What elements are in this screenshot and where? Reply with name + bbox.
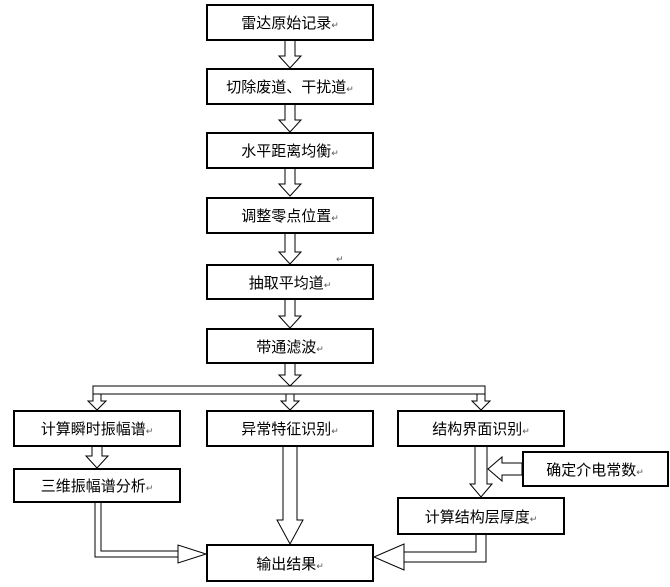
arrow-branch-to-anomaly xyxy=(279,393,301,411)
node-spectrum: 计算瞬时振幅谱↵ xyxy=(13,410,181,447)
arrow-spectrum-to-3d xyxy=(84,445,110,469)
node-bandpass: 带通滤波↵ xyxy=(206,328,374,364)
node-output: 输出结果↵ xyxy=(206,544,374,582)
svg-text:异常特征识别↵: 异常特征识别↵ xyxy=(241,420,339,438)
node-remove-bad-label: 切除废道、干扰道 xyxy=(226,78,346,96)
arrow-zero-to-extract xyxy=(277,232,303,265)
node-radar-raw: 雷达原始记录↵ xyxy=(206,4,374,41)
svg-text:调整零点位置↵: 调整零点位置↵ xyxy=(241,207,339,225)
node-dielectric: 确定介电常数↵ xyxy=(522,451,669,487)
arrow-anomaly-to-output xyxy=(276,445,304,546)
node-radar-raw-label: 雷达原始记录 xyxy=(241,14,331,32)
arrow-balance-to-zero xyxy=(277,167,303,197)
svg-text:雷达原始记录↵: 雷达原始记录↵ xyxy=(241,14,339,32)
svg-text:计算瞬时振幅谱↵: 计算瞬时振幅谱↵ xyxy=(41,420,154,438)
node-extract-avg: 抽取平均道↵ ↵ xyxy=(206,255,374,300)
arrow-thickness-to-output xyxy=(372,543,405,571)
svg-text:输出结果↵: 输出结果↵ xyxy=(256,555,324,573)
node-dielectric-label: 确定介电常数 xyxy=(546,461,636,479)
node-bandpass-label: 带通滤波 xyxy=(256,338,316,356)
stray-paragraph-mark: ↵ xyxy=(336,255,344,265)
node-remove-bad: 切除废道、干扰道↵ xyxy=(206,68,374,105)
node-thickness: 计算结构层厚度↵ xyxy=(397,497,565,535)
arrow-remove-to-balance xyxy=(277,103,303,133)
svg-text:带通滤波↵: 带通滤波↵ xyxy=(256,338,324,356)
line-3d-to-output xyxy=(94,502,178,558)
node-thickness-label: 计算结构层厚度 xyxy=(425,508,530,526)
svg-text:水平距离均衡↵: 水平距离均衡↵ xyxy=(241,142,339,160)
svg-text:切除废道、干扰道↵: 切除废道、干扰道↵ xyxy=(226,78,354,96)
node-horiz-balance-label: 水平距离均衡 xyxy=(241,142,331,160)
node-output-label: 输出结果 xyxy=(256,555,316,573)
node-adjust-zero: 调整零点位置↵ xyxy=(206,197,374,234)
svg-text:确定介电常数↵: 确定介电常数↵ xyxy=(546,461,644,479)
node-anomaly-label: 异常特征识别 xyxy=(241,420,331,438)
arrow-bandpass-to-branch xyxy=(277,362,303,387)
arrow-3d-to-output xyxy=(177,544,208,564)
connectors xyxy=(84,39,523,571)
node-horiz-balance: 水平距离均衡↵ xyxy=(206,132,374,169)
node-interface-label: 结构界面识别 xyxy=(432,420,522,438)
arrow-raw-to-remove xyxy=(277,39,303,69)
node-spectrum-label: 计算瞬时振幅谱 xyxy=(41,420,146,438)
arrow-extract-to-bandpass xyxy=(277,298,303,329)
arrow-interface-to-thickness xyxy=(468,445,494,498)
arrow-branch-to-spectrum xyxy=(86,393,108,411)
svg-text:抽取平均道↵: 抽取平均道↵ xyxy=(249,274,332,292)
arrow-dielectric-to-chain xyxy=(487,455,523,483)
line-thickness-to-output xyxy=(404,534,487,563)
node-spectrum3d: 三维振幅谱分析↵ xyxy=(13,468,181,503)
node-extract-avg-label: 抽取平均道 xyxy=(249,274,324,292)
node-spectrum3d-label: 三维振幅谱分析 xyxy=(41,477,146,495)
node-interface: 结构界面识别↵ xyxy=(397,410,565,447)
arrow-branch-to-interface xyxy=(470,393,492,411)
svg-text:三维振幅谱分析↵: 三维振幅谱分析↵ xyxy=(41,477,154,495)
svg-text:计算结构层厚度↵: 计算结构层厚度↵ xyxy=(425,508,538,526)
node-adjust-zero-label: 调整零点位置 xyxy=(241,207,331,225)
branch-bar xyxy=(92,385,486,395)
node-anomaly: 异常特征识别↵ xyxy=(206,410,374,447)
svg-text:结构界面识别↵: 结构界面识别↵ xyxy=(432,420,530,438)
